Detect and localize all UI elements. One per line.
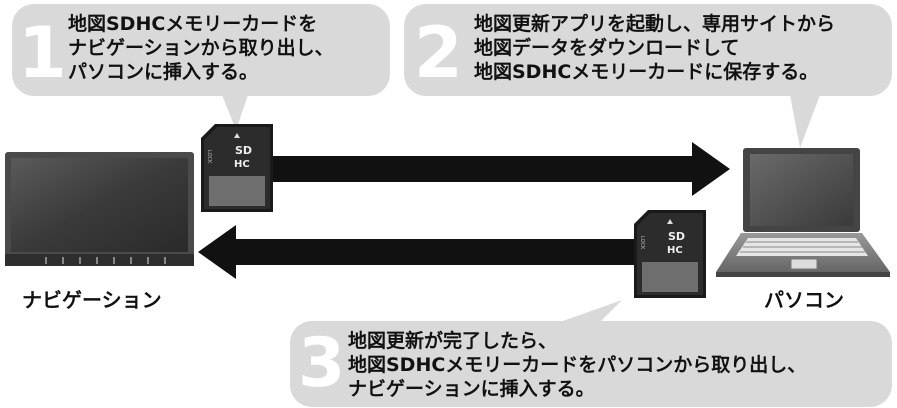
step-2-line-2: 地図データをダウンロードして: [474, 37, 740, 59]
sd-card-2-logo-top: SD: [668, 230, 685, 243]
step-3-line-2: 地図SDHCメモリーカードをパソコンから取り出し、: [348, 354, 807, 376]
bubble-1-tail: [222, 95, 248, 130]
step-2-number: 2: [414, 12, 463, 94]
sd-card-2-icon: SD HC LOCK: [634, 210, 706, 298]
sd-card-1-lock: LOCK: [206, 150, 212, 164]
step-1-bubble: [12, 4, 390, 96]
arrow-left: [198, 225, 636, 279]
step-2-line-1: 地図更新アプリを起動し、専用サイトから: [474, 13, 836, 35]
step-3-line-1: 地図更新が完了したら、: [348, 330, 558, 352]
navigation-label: ナビゲーション: [22, 288, 162, 312]
sd-card-2-lock: LOCK: [639, 236, 645, 250]
step-2-text: 地図更新アプリを起動し、専用サイトから 地図データをダウンロードして 地図SDH…: [474, 12, 835, 84]
step-3-bubble: [290, 321, 892, 407]
arrow-right: [262, 142, 730, 196]
bubble-2-tail: [790, 95, 820, 148]
step-1-line-2: ナビゲーションから取り出し、: [68, 37, 334, 59]
sd-card-1-logo-top: SD: [235, 144, 252, 157]
step-1-line-1: 地図SDHCメモリーカードを: [68, 13, 318, 35]
step-1-line-3: パソコンに挿入する。: [68, 61, 259, 83]
sd-card-1-icon: SD HC LOCK: [201, 124, 273, 212]
sd-card-1-logo-bottom: HC: [234, 159, 250, 170]
step-2-line-3: 地図SDHCメモリーカードに保存する。: [474, 61, 819, 83]
step-2-bubble: [404, 4, 892, 96]
pc-label: パソコン: [764, 288, 844, 312]
step-1-text: 地図SDHCメモリーカードを ナビゲーションから取り出し、 パソコンに挿入する。: [68, 12, 334, 84]
sd-card-2-logo-bottom: HC: [667, 245, 683, 256]
step-1-number: 1: [18, 12, 67, 94]
step-3-number: 3: [298, 324, 346, 403]
navigation-unit-icon: [5, 152, 194, 266]
step-3-text: 地図更新が完了したら、 地図SDHCメモリーカードをパソコンから取り出し、 ナビ…: [348, 329, 806, 401]
step-3-line-3: ナビゲーションに挿入する。: [348, 378, 595, 400]
bubble-3-tail: [560, 300, 622, 322]
laptop-icon: [716, 148, 890, 277]
